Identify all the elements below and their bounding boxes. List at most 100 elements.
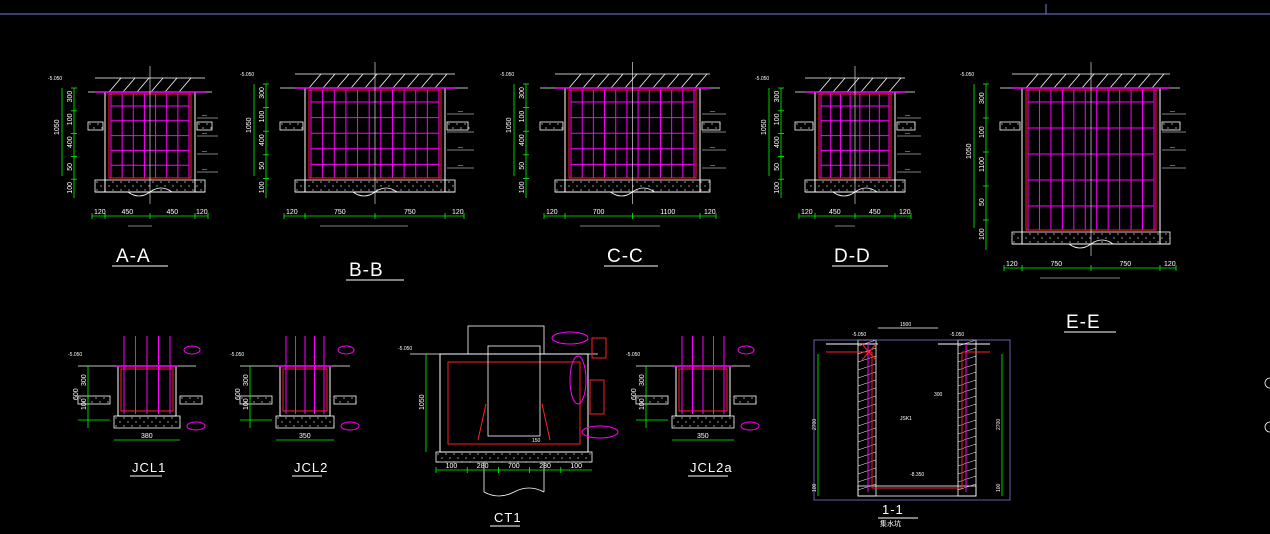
hatch-dot — [168, 181, 170, 183]
hatch-dot — [180, 185, 182, 187]
wall-hatch — [957, 371, 977, 379]
revision-cloud — [581, 425, 619, 439]
dim-height-part: 100 — [979, 228, 986, 240]
slope-hatch — [392, 73, 406, 89]
slope-hatch — [1109, 73, 1123, 89]
wall-hatch — [857, 427, 877, 435]
hatch-dot — [733, 421, 735, 423]
hatch-dot — [355, 401, 357, 403]
hatch-dot — [312, 181, 314, 183]
beam-label-jcl1: JCL1 — [132, 460, 166, 475]
hatch-dot — [588, 181, 590, 183]
hatch-dot — [107, 401, 109, 403]
gravel-right — [333, 395, 357, 405]
hatch-dot — [644, 181, 646, 183]
dim-edge-right: 120 — [452, 209, 464, 216]
hatch-dot — [144, 181, 146, 183]
sump-sublabel: 集水坑 — [880, 519, 901, 528]
hatch-dot — [721, 425, 723, 427]
hatch-dot — [136, 189, 138, 191]
hatch-dot — [688, 185, 690, 187]
hatch-dot — [697, 417, 699, 419]
wall-hatch — [957, 379, 977, 387]
gravel-right — [701, 121, 721, 131]
wall-hatch — [857, 363, 877, 371]
hatch-dot — [715, 127, 717, 129]
hatch-dot — [1097, 237, 1099, 239]
hatch-dot — [808, 127, 810, 129]
dim-height-part: 100 — [243, 398, 250, 410]
hatch-dot — [392, 181, 394, 183]
beam-base-gravel — [671, 415, 735, 429]
hatch-dot — [705, 417, 707, 419]
hatch-dot — [711, 123, 713, 125]
hatch-dot — [717, 421, 719, 423]
beam-views: 600300100-5.050380600300100-5.0503506003… — [68, 336, 760, 477]
hatch-dot — [648, 185, 650, 187]
dim-edge-left: 120 — [286, 209, 298, 216]
hatch-dot — [189, 397, 191, 399]
hatch-dot — [193, 401, 195, 403]
hatch-dot — [99, 401, 101, 403]
hatch-dot — [155, 417, 157, 419]
hatch-dot — [681, 425, 683, 427]
hatch-dot — [906, 123, 908, 125]
hatch-dot — [116, 185, 118, 187]
slope-hatch — [136, 77, 150, 93]
callout-box — [591, 337, 607, 359]
hatch-dot — [1121, 237, 1123, 239]
hatch-dot — [297, 421, 299, 423]
hatch-border — [794, 121, 814, 131]
slope-hatch — [378, 73, 392, 89]
slope-hatch — [818, 77, 832, 93]
slope-hatch — [652, 73, 666, 89]
hatch-dot — [481, 457, 483, 459]
hatch-dot — [581, 453, 583, 455]
dim-width: 350 — [697, 433, 709, 440]
wall-hatch — [857, 435, 877, 443]
hatch-dot — [1081, 237, 1083, 239]
wall-hatch — [957, 483, 977, 491]
callout-text: — — [202, 131, 207, 137]
slope-hatch — [610, 73, 624, 89]
hatch-dot — [96, 189, 98, 191]
dim-height-total: 1050 — [966, 143, 973, 159]
hatch-dot — [525, 453, 527, 455]
hatch-dot — [517, 453, 519, 455]
hatch-border — [733, 395, 757, 405]
base-gravel — [1011, 231, 1171, 245]
wall-hatch — [957, 467, 977, 475]
hatch-dot — [131, 425, 133, 427]
slope-hatch — [1151, 73, 1165, 89]
hatch-dot — [468, 127, 470, 129]
hatch-dot — [565, 461, 567, 463]
dim-height-part: 300 — [979, 92, 986, 104]
callout-text: — — [905, 149, 910, 155]
elevation-mark: -5.050 — [500, 72, 514, 78]
hatch-dot — [301, 425, 303, 427]
wall-hatch — [857, 443, 877, 451]
hatch-dot — [608, 185, 610, 187]
hatch-dot — [846, 181, 848, 183]
gravel-right — [196, 121, 213, 131]
hatch-dot — [147, 417, 149, 419]
hatch-dot — [347, 401, 349, 403]
hatch-dot — [1141, 233, 1143, 235]
wall-hatch — [957, 339, 977, 347]
wall-hatch — [857, 475, 877, 483]
hatch-dot — [140, 185, 142, 187]
hatch-dot — [321, 421, 323, 423]
hatch-dot — [1093, 233, 1095, 235]
dim-edge-right: 120 — [1164, 261, 1176, 268]
elevation-mark: -5.050 — [240, 72, 254, 78]
hatch-dot — [1137, 237, 1139, 239]
hatch-dot — [309, 417, 311, 419]
dim-width: 380 — [141, 433, 153, 440]
hatch-dot — [1169, 237, 1171, 239]
hatch-dot — [525, 461, 527, 463]
hatch-dot — [584, 185, 586, 187]
hatch-dot — [826, 185, 828, 187]
hatch-dot — [416, 189, 418, 191]
